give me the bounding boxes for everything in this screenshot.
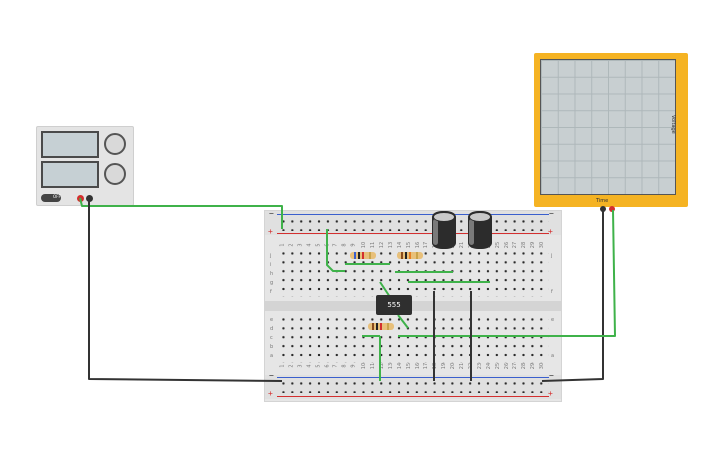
bottom-rail-minus-label: − xyxy=(269,371,274,380)
row-label-e-right: e xyxy=(551,317,555,323)
bottom-rail-plus-label: + xyxy=(268,389,273,398)
capacitor-2-top xyxy=(469,212,491,222)
lower-terminal-holes[interactable] xyxy=(279,315,549,363)
breadboard[interactable]: − + − + − + − + j i h g f e d c b a j f … xyxy=(264,209,562,402)
bottom-rail-minus-label-right: − xyxy=(549,371,554,380)
capacitor-2-stripe xyxy=(469,219,474,245)
row-label-i: i xyxy=(270,262,272,268)
row-label-j: j xyxy=(270,253,272,259)
psu-switch-label: OFF xyxy=(53,194,61,199)
capacitor-1-top xyxy=(433,212,455,222)
oscilloscope-x-label: Time xyxy=(596,198,609,204)
bottom-rail-negative-line xyxy=(277,377,549,378)
psu-power-switch[interactable] xyxy=(41,194,61,202)
wire-psu-negative[interactable] xyxy=(88,198,283,382)
row-label-c: c xyxy=(270,335,273,341)
wire-vcc-to-resistor[interactable] xyxy=(326,229,345,272)
resistor-1[interactable] xyxy=(350,252,376,259)
top-rail-minus-label-right: − xyxy=(549,209,554,218)
ic-label: 555 xyxy=(387,301,401,309)
wire-psu-positive[interactable] xyxy=(79,197,283,229)
power-supply[interactable]: OFF xyxy=(36,126,134,206)
ic-555-timer[interactable]: 555 xyxy=(376,295,412,315)
breadboard-center-channel xyxy=(265,301,561,311)
row-label-f: f xyxy=(270,289,272,295)
capacitor-1[interactable] xyxy=(432,211,456,249)
oscilloscope-screen xyxy=(540,59,676,195)
oscilloscope[interactable]: Time Voltage xyxy=(534,53,688,212)
row-label-a-right: a xyxy=(551,353,555,359)
top-rail-plus-label: + xyxy=(268,227,273,236)
row-label-f-right: f xyxy=(551,289,553,295)
top-rail-minus-label: − xyxy=(269,209,274,218)
breadboard-bottom-power-rail: − + − + xyxy=(265,371,561,399)
row-label-h: h xyxy=(270,271,274,277)
oscilloscope-positive-terminal[interactable] xyxy=(609,206,615,212)
wire-threshold[interactable] xyxy=(397,314,409,329)
resistor-2[interactable] xyxy=(397,252,423,259)
capacitor-2[interactable] xyxy=(468,211,492,249)
top-rail-negative-line xyxy=(277,214,549,215)
capacitor-1-stripe xyxy=(433,219,438,245)
row-label-b: b xyxy=(270,344,274,350)
bottom-rail-positive-line xyxy=(277,396,549,397)
psu-voltage-display xyxy=(41,131,99,158)
psu-voltage-knob[interactable] xyxy=(104,133,126,155)
psu-current-knob[interactable] xyxy=(104,163,126,185)
wire-scope-negative[interactable] xyxy=(541,210,604,382)
bottom-rail-holes[interactable] xyxy=(279,379,549,393)
oscilloscope-negative-terminal[interactable] xyxy=(600,206,606,212)
resistor-3[interactable] xyxy=(368,323,394,330)
row-label-e: e xyxy=(270,317,274,323)
psu-current-display xyxy=(41,161,99,188)
row-label-a: a xyxy=(270,353,274,359)
row-label-j-right: j xyxy=(551,253,553,259)
row-label-d: d xyxy=(270,326,274,332)
top-rail-positive-line xyxy=(277,233,549,234)
row-label-g: g xyxy=(270,280,274,286)
top-rail-plus-label-right: + xyxy=(548,227,553,236)
bottom-rail-plus-label-right: + xyxy=(548,389,553,398)
